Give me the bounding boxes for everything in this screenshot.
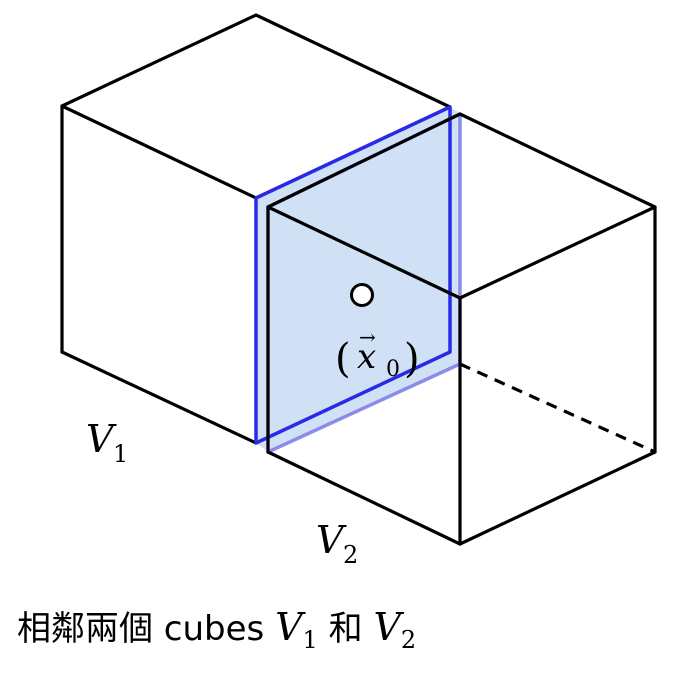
label-v2: V 2 bbox=[316, 518, 358, 569]
point-x0-label: ( x → 0 ) bbox=[335, 325, 420, 382]
shared-face-outline-v1 bbox=[254, 105, 452, 445]
figure-caption: 相鄰兩個 cubes V1 和 V2 bbox=[17, 608, 416, 652]
svg-text:→: → bbox=[359, 325, 376, 349]
cube-v2-hidden-edge bbox=[459, 362, 656, 454]
cube-v1-bottom-edge bbox=[60, 350, 258, 445]
svg-text:1: 1 bbox=[113, 440, 128, 468]
caption-v1-name: V bbox=[275, 605, 303, 649]
caption-v1-subscript: 1 bbox=[302, 626, 318, 654]
caption-v2-name: V bbox=[373, 605, 401, 649]
svg-text:x: x bbox=[357, 337, 376, 377]
cube-v2-right-bottom-edge bbox=[458, 450, 657, 546]
point-x0-marker bbox=[350, 283, 374, 307]
shared-face bbox=[254, 105, 462, 454]
label-v1: V 1 bbox=[86, 417, 128, 468]
svg-text:0: 0 bbox=[386, 357, 400, 382]
caption-v2-subscript: 2 bbox=[400, 626, 417, 654]
svg-text:2: 2 bbox=[343, 541, 358, 569]
svg-text:V: V bbox=[316, 518, 347, 562]
svg-text:(: ( bbox=[335, 336, 351, 382]
cube-v2 bbox=[266, 112, 657, 546]
cube-v2-front-bottom-edge bbox=[266, 450, 462, 546]
svg-text:): ) bbox=[404, 336, 420, 382]
shared-face-fill bbox=[256, 107, 460, 452]
adjacent-cubes-diagram: ( x → 0 ) V 1 V 2 bbox=[60, 13, 657, 569]
svg-text:V: V bbox=[86, 417, 117, 461]
caption-connector: 和 bbox=[328, 609, 363, 649]
caption-prefix: 相鄰兩個 cubes bbox=[17, 609, 265, 649]
